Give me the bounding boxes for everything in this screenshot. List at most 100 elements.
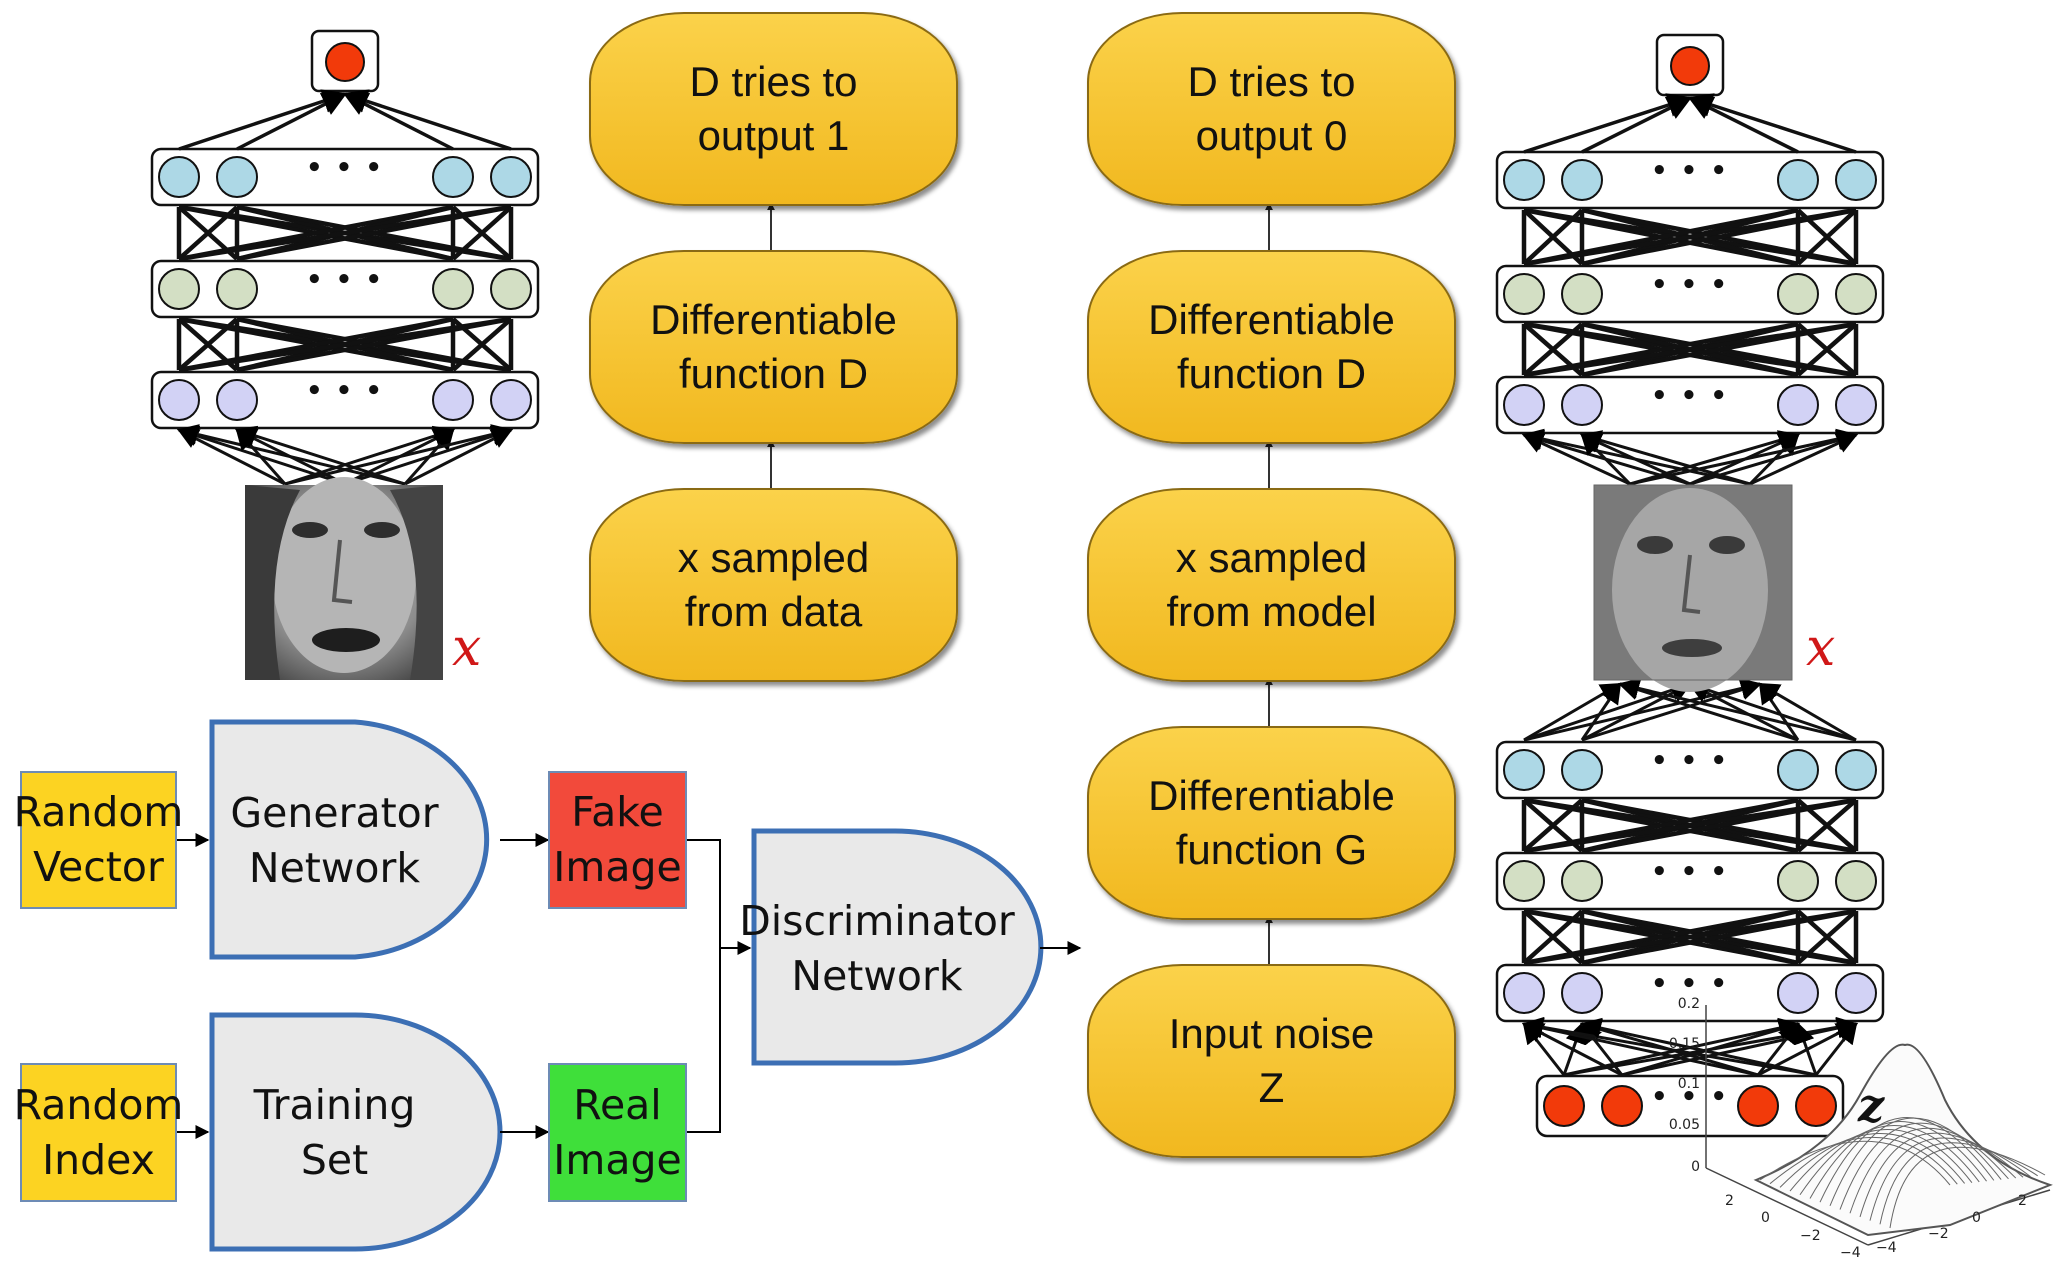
fake-net-output-edge xyxy=(1687,96,1799,154)
plot-z-tick: 0 xyxy=(1691,1159,1700,1175)
noise-node-2 xyxy=(1601,1085,1643,1127)
wire-real-to-discriminator xyxy=(687,948,721,1133)
noise-edge xyxy=(1814,1022,1858,1076)
noise-layer-dots: • • • xyxy=(1651,1082,1729,1112)
gen-layer-top-dots: • • • xyxy=(1651,746,1729,776)
gaussian-mesh xyxy=(1759,1117,2046,1229)
noise-node-1 xyxy=(1543,1085,1585,1127)
gen-layer-bottom-node-1 xyxy=(1503,972,1545,1014)
fake-net-layer-middle-node-1 xyxy=(1503,273,1545,315)
gen-layer-top-node-3 xyxy=(1777,749,1819,791)
generator-network-label: Generator Network xyxy=(230,789,439,892)
wire-fake-to-discriminator xyxy=(687,839,721,948)
real-net-edges-top xyxy=(176,204,514,262)
mesh-line xyxy=(1859,1132,2024,1218)
gen-output-edge xyxy=(1581,682,1692,742)
noise-node-4 xyxy=(1795,1085,1837,1127)
plot-z-tick: 0.05 xyxy=(1668,1117,1700,1133)
gen-output-edge xyxy=(1617,679,1799,742)
pill-x-sampled-model: x sampled from model xyxy=(1087,488,1456,682)
real-net-layer-middle-node-2 xyxy=(216,268,258,310)
gen-edges-top xyxy=(1521,797,1859,854)
gen-output-edge xyxy=(1688,680,1857,742)
gen-layer-top-node-4 xyxy=(1835,749,1877,791)
gen-output-edge xyxy=(1617,678,1857,742)
real-net-layer-top-node-1 xyxy=(158,156,200,198)
real-net-input-edges xyxy=(176,424,514,486)
gen-edges-bottom xyxy=(1521,908,1859,966)
mesh-line xyxy=(1789,1129,1973,1192)
noise-edge xyxy=(1794,1022,1818,1076)
pill-g-function: Differentiable function G xyxy=(1087,726,1456,920)
discriminator-network-shape xyxy=(751,828,1044,1066)
plot-z-tick: 0.1 xyxy=(1677,1076,1700,1092)
noise-edge xyxy=(1579,1017,1817,1077)
mesh-line xyxy=(1839,1122,2009,1210)
real-net-edges-bottom xyxy=(176,316,514,373)
real-net-layer-bottom-node-3 xyxy=(432,379,474,421)
x-symbol-real: x xyxy=(452,618,482,678)
gaussian-noise-plot xyxy=(1705,1005,2053,1246)
fake-net-layer-bottom-node-2 xyxy=(1561,384,1603,426)
noise-edge xyxy=(1521,1016,1817,1077)
mesh-line xyxy=(1849,1127,2017,1214)
gen-layer-middle-dots: • • • xyxy=(1651,857,1729,887)
discriminator-net-fake xyxy=(1495,33,1885,486)
real-face-image xyxy=(245,477,443,680)
fake-net-layer-top-dots: • • • xyxy=(1651,156,1729,186)
gen-layer-middle-node-3 xyxy=(1777,860,1819,902)
plot-x-axis xyxy=(1705,1167,1869,1246)
mesh-line xyxy=(1889,1146,2046,1229)
plot-x-tick: 0 xyxy=(1761,1210,1770,1226)
real-net-layer-bottom-dots: • • • xyxy=(306,376,384,406)
fake-net-layer-middle-dots: • • • xyxy=(1651,270,1729,300)
real-net-layer-middle-dots: • • • xyxy=(306,265,384,295)
discriminator-network-label: Discriminator Network xyxy=(739,897,1015,1000)
generator-network-shape xyxy=(209,719,490,960)
fake-net-input-edges xyxy=(1521,428,1859,486)
mesh-line xyxy=(1819,1117,1995,1203)
pill-input-noise: Input noise Z xyxy=(1087,964,1456,1158)
real-net-output-node-circle xyxy=(325,42,365,82)
real-net-layer-top-node-4 xyxy=(490,156,532,198)
plot-y-tick: −2 xyxy=(1928,1226,1949,1242)
gen-layer-middle-node-1 xyxy=(1503,860,1545,902)
fake-net-layer-middle-node-2 xyxy=(1561,273,1603,315)
fake-net-layer-middle-node-3 xyxy=(1777,273,1819,315)
pill-d-function-fake: Differentiable function D xyxy=(1087,250,1456,444)
gaussian-surface xyxy=(1753,1043,2053,1237)
x-symbol-generated: x xyxy=(1806,618,1836,678)
mesh-line xyxy=(1879,1142,2038,1225)
discriminator-net-real xyxy=(150,29,540,486)
plot-y-tick: −4 xyxy=(1876,1240,1897,1256)
real-net-layer-top-dots: • • • xyxy=(306,153,384,183)
fake-net-edges-top xyxy=(1521,207,1859,267)
real-net-layer-bottom-node-4 xyxy=(490,379,532,421)
real-net-output-edge xyxy=(342,92,454,151)
gen-layer-bottom-node-4 xyxy=(1835,972,1877,1014)
fake-net-edges-bottom xyxy=(1521,321,1859,378)
training-set-shape xyxy=(209,1012,503,1252)
gen-layer-middle-node-2 xyxy=(1561,860,1603,902)
training-set-label: Training Set xyxy=(253,1081,416,1184)
plot-z-tick: 0.2 xyxy=(1677,996,1700,1012)
fake-net-layer-bottom-node-3 xyxy=(1777,384,1819,426)
fake-net-layer-bottom-node-4 xyxy=(1835,384,1877,426)
real-net-layer-top-node-3 xyxy=(432,156,474,198)
gen-layer-bottom-dots: • • • xyxy=(1651,969,1729,999)
plot-y-tick: 2 xyxy=(2018,1193,2027,1209)
z-symbol: z xyxy=(1858,1078,1885,1132)
mesh-line xyxy=(1799,1125,1980,1196)
real-net-layer-middle-node-3 xyxy=(432,268,474,310)
gen-layer-bottom-node-2 xyxy=(1561,972,1603,1014)
fake-net-layer-top-node-3 xyxy=(1777,159,1819,201)
real-net-output-edge xyxy=(178,89,348,151)
plot-z-tick: 0.15 xyxy=(1668,1036,1700,1052)
real-net-layer-bottom-node-1 xyxy=(158,379,200,421)
fake-net-layer-middle-node-4 xyxy=(1835,273,1877,315)
real-net-layer-middle-node-1 xyxy=(158,268,200,310)
fake-net-output-node-circle xyxy=(1670,46,1710,86)
random-vector-box: Random Vector xyxy=(14,771,183,909)
noise-edge xyxy=(1621,1019,1801,1077)
generated-face-image xyxy=(1593,484,1793,692)
